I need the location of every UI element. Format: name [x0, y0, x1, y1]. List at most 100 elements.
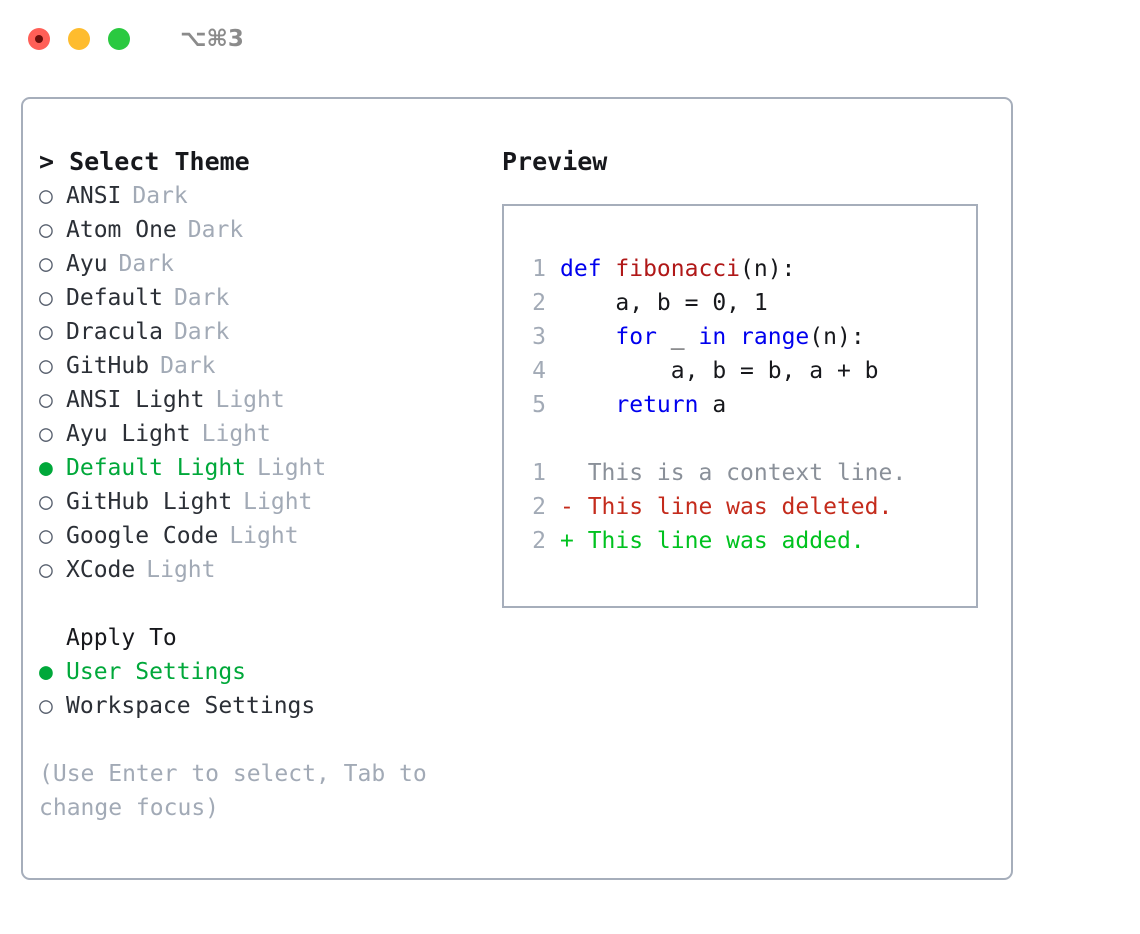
- code-diff-separator: [518, 422, 976, 456]
- preview-title: Preview: [502, 147, 608, 176]
- radio-unselected-icon[interactable]: [39, 553, 66, 587]
- radio-unselected-icon[interactable]: [39, 485, 66, 519]
- apply-to-option-label: User Settings: [66, 659, 247, 685]
- apply-to-list[interactable]: User SettingsWorkspace Settings: [39, 655, 479, 723]
- code-token-kw: return: [615, 392, 699, 418]
- theme-category-label: Light: [257, 455, 327, 481]
- line-number: 3: [532, 324, 546, 350]
- radio-selected-icon[interactable]: [39, 655, 66, 689]
- radio-unselected-icon[interactable]: [39, 247, 66, 281]
- code-line: 2 a, b = 0, 1: [518, 286, 976, 320]
- apply-to-heading: Apply To: [66, 625, 177, 651]
- maximize-window-button[interactable]: [108, 28, 130, 50]
- code-token-pl: _: [656, 324, 699, 350]
- theme-option-label: GitHub Light: [66, 489, 233, 515]
- theme-option-9[interactable]: GitHub Light Light: [39, 485, 479, 519]
- theme-option-label: Dracula: [66, 319, 163, 345]
- theme-category-label: Dark: [187, 217, 244, 243]
- code-line: 3 for _ in range(n):: [518, 320, 976, 354]
- diff-line-add: 2 + This line was added.: [518, 524, 976, 558]
- code-token-kw: in: [698, 324, 727, 350]
- theme-category-label: Dark: [173, 319, 230, 345]
- code-token-pl: a, b = 0, 1: [560, 290, 768, 316]
- theme-category-label: Dark: [173, 285, 230, 311]
- theme-category-label: Light: [229, 523, 299, 549]
- line-number: 1: [532, 460, 546, 486]
- radio-unselected-icon[interactable]: [39, 281, 66, 315]
- line-number: 2: [532, 290, 546, 316]
- line-number: 4: [532, 358, 546, 384]
- theme-option-3[interactable]: Default Dark: [39, 281, 479, 315]
- radio-unselected-icon[interactable]: [39, 315, 66, 349]
- code-token-fn: fibonacci: [615, 256, 741, 282]
- code-token-pl: [726, 324, 740, 350]
- code-line: 1 def fibonacci(n):: [518, 252, 976, 286]
- traffic-light-buttons: [28, 28, 130, 50]
- radio-unselected-icon[interactable]: [39, 417, 66, 451]
- code-token-pl: (n):: [809, 324, 865, 350]
- radio-selected-icon[interactable]: [39, 451, 66, 485]
- theme-option-label: Google Code: [66, 523, 219, 549]
- theme-category-label: Light: [215, 387, 285, 413]
- code-token-kw: for: [615, 324, 657, 350]
- theme-option-8[interactable]: Default Light Light: [39, 451, 479, 485]
- theme-option-4[interactable]: Dracula Dark: [39, 315, 479, 349]
- keyboard-hint-text: (Use Enter to select, Tab to change focu…: [39, 761, 441, 821]
- radio-unselected-icon[interactable]: [39, 383, 66, 417]
- theme-option-label: ANSI: [66, 183, 122, 209]
- page-title: > Select Theme: [39, 147, 250, 176]
- line-number: 2: [532, 528, 546, 554]
- close-window-button[interactable]: [28, 28, 50, 50]
- theme-category-label: Dark: [160, 353, 216, 379]
- minimize-window-button[interactable]: [68, 28, 90, 50]
- theme-list[interactable]: ANSIDarkAtom OneDarkAyuDarkDefaultDarkDr…: [39, 179, 479, 587]
- radio-unselected-icon[interactable]: [39, 519, 66, 553]
- list-spacer: [39, 587, 479, 621]
- radio-unselected-icon[interactable]: [39, 179, 66, 213]
- code-token-kw: range: [740, 324, 810, 350]
- theme-category-label: Light: [243, 489, 313, 515]
- radio-unselected-icon[interactable]: [39, 349, 66, 383]
- code-token-pl: (n):: [740, 256, 796, 282]
- theme-option-label: Default Light: [66, 455, 247, 481]
- line-number: 1: [532, 256, 546, 282]
- diff-line-ctx: 1 This is a context line.: [518, 456, 976, 490]
- theme-option-label: Ayu Light: [66, 421, 191, 447]
- code-line: 4 a, b = b, a + b: [518, 354, 976, 388]
- diff-sample: 1 This is a context line.2- This line wa…: [518, 456, 976, 558]
- apply-to-option-1[interactable]: Workspace Settings: [39, 689, 479, 723]
- theme-option-label: Default: [66, 285, 163, 311]
- title-bar: ⌥⌘3: [0, 0, 1140, 78]
- radio-unselected-icon[interactable]: [39, 689, 66, 723]
- theme-selection-column: > Select Theme ANSIDarkAtom OneDarkAyuDa…: [39, 145, 479, 825]
- code-token-pl: a, b = b, a + b: [560, 358, 879, 384]
- code-line: 5 return a: [518, 388, 976, 422]
- keyboard-shortcut-label: ⌥⌘3: [180, 26, 244, 52]
- apply-to-option-label: Workspace Settings: [66, 693, 316, 719]
- theme-option-label: ANSI Light: [66, 387, 205, 413]
- code-token-pl: [560, 324, 615, 350]
- theme-option-10[interactable]: Google Code Light: [39, 519, 479, 553]
- apply-to-option-0[interactable]: User Settings: [39, 655, 479, 689]
- theme-option-1[interactable]: Atom One Dark: [39, 213, 479, 247]
- diff-line-text: + This line was added.: [560, 528, 865, 554]
- radio-unselected-icon[interactable]: [39, 213, 66, 247]
- code-token-kw: def: [560, 256, 616, 282]
- theme-category-label: Dark: [118, 251, 174, 277]
- theme-option-6[interactable]: ANSI Light Light: [39, 383, 479, 417]
- diff-line-del: 2- This line was deleted.: [518, 490, 976, 524]
- line-number: 2: [532, 494, 546, 520]
- line-number: 5: [532, 392, 546, 418]
- theme-option-label: Atom One: [66, 217, 177, 243]
- code-token-pl: [560, 392, 615, 418]
- main-panel: > Select Theme ANSIDarkAtom OneDarkAyuDa…: [21, 97, 1013, 880]
